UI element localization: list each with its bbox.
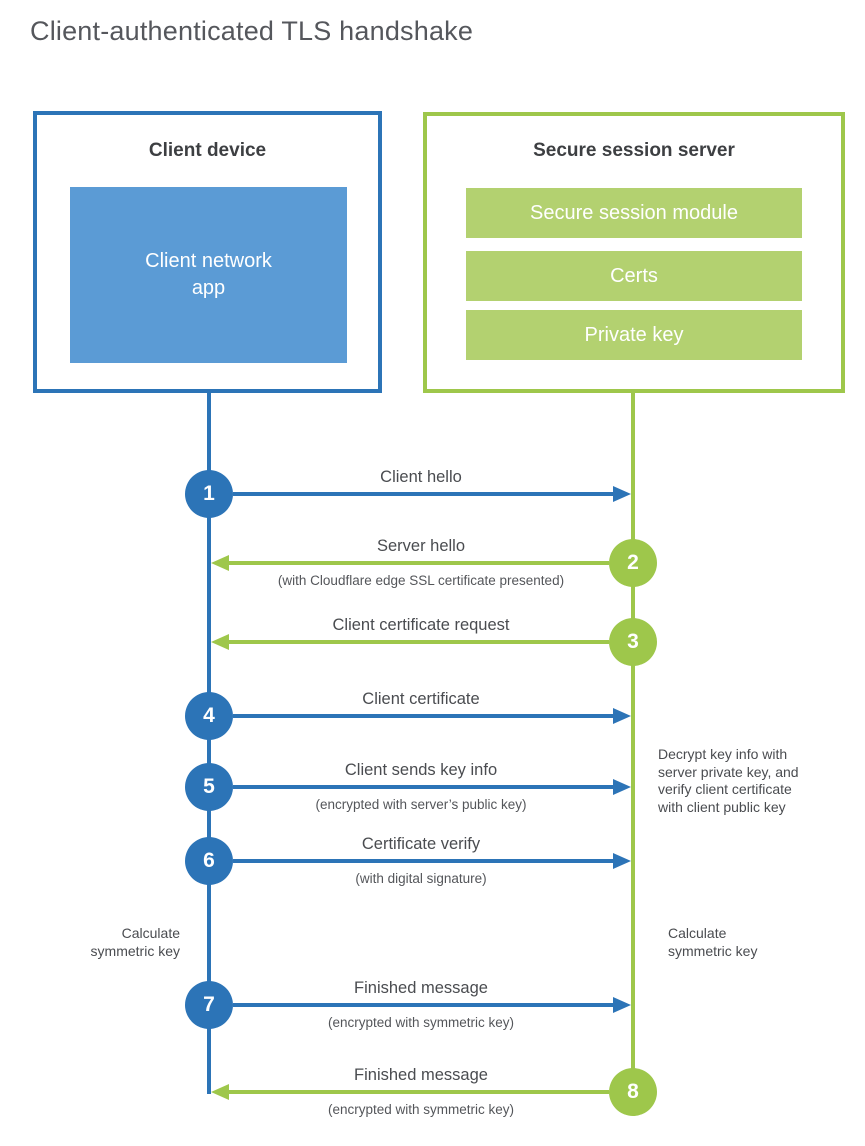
note-line: symmetric key [668,943,758,959]
step-7-badge: 7 [185,981,233,1029]
step-5-sublabel: (encrypted with server’s public key) [315,797,527,812]
step-7-arrowhead-right-icon [613,997,631,1013]
step-1-badge: 1 [185,470,233,518]
calculate-symmetric-key-note-right: Calculate symmetric key [668,924,828,960]
step-3-label: Client certificate request [332,616,510,634]
step-7-arrow-line [233,1003,613,1007]
note-line: verify client certificate [658,781,792,797]
step-6-arrowhead-right-icon [613,853,631,869]
step-8-arrow-line [229,1090,609,1094]
client-network-app-label: Client network app [145,250,272,299]
client-device-title: Client device [148,140,267,161]
note-line: with client public key [658,798,786,815]
server-certs-bar: Certs [466,251,802,301]
step-8-label: Finished message [354,1066,488,1084]
step-6-sublabel: (with digital signature) [355,871,487,886]
client-network-app-box: Client network app [70,187,347,363]
step-7-label: Finished message [354,979,488,997]
step-2-label: Server hello [376,537,466,555]
note-line: Calculate [668,925,727,941]
step-4-label: Client certificate [362,690,480,708]
step-7-sublabel: (encrypted with symmetric key) [327,1015,515,1030]
step-4-badge: 4 [185,692,233,740]
server-secure-session-module-bar: Secure session module [466,188,802,238]
secure-session-server-box: Secure session server Secure session mod… [423,112,845,393]
step-8-badge: 8 [609,1068,657,1116]
step-1-label: Client hello [380,468,462,486]
step-4-arrowhead-right-icon [613,708,631,724]
step-5-arrow-line [233,785,613,789]
step-8-arrowhead-left-icon [211,1084,229,1100]
decrypt-key-info-note: Decrypt key info with server private key… [658,746,858,816]
step-2-arrowhead-left-icon [211,555,229,571]
note-line: server private key, and [658,763,799,780]
step-1-arrow-line [233,492,613,496]
note-line: Decrypt key info with [658,746,788,762]
server-private-key-bar: Private key [466,310,802,360]
step-6-label: Certificate verify [361,835,481,853]
note-line: Calculate [121,925,180,941]
step-8-sublabel: (encrypted with symmetric key) [327,1102,515,1117]
page-title: Client-authenticated TLS handshake [30,16,474,46]
step-3-arrowhead-left-icon [211,634,229,650]
server-lifeline [631,393,635,1093]
step-3-badge: 3 [609,618,657,666]
calculate-symmetric-key-note-left: Calculate symmetric key [20,924,180,960]
step-2-arrow-line [229,561,609,565]
step-2-sublabel: (with Cloudflare edge SSL certificate pr… [277,573,565,588]
step-5-label: Client sends key info [344,761,498,779]
step-5-badge: 5 [185,763,233,811]
step-5-arrowhead-right-icon [613,779,631,795]
step-2-badge: 2 [609,539,657,587]
secure-session-server-title: Secure session server [533,140,735,161]
step-1-arrowhead-right-icon [613,486,631,502]
step-4-arrow-line [233,714,613,718]
step-3-arrow-line [229,640,609,644]
client-lifeline [207,393,211,1094]
step-6-badge: 6 [185,837,233,885]
note-line: symmetric key [90,943,180,959]
client-device-box: Client device Client network app [33,111,382,393]
step-6-arrow-line [233,859,613,863]
